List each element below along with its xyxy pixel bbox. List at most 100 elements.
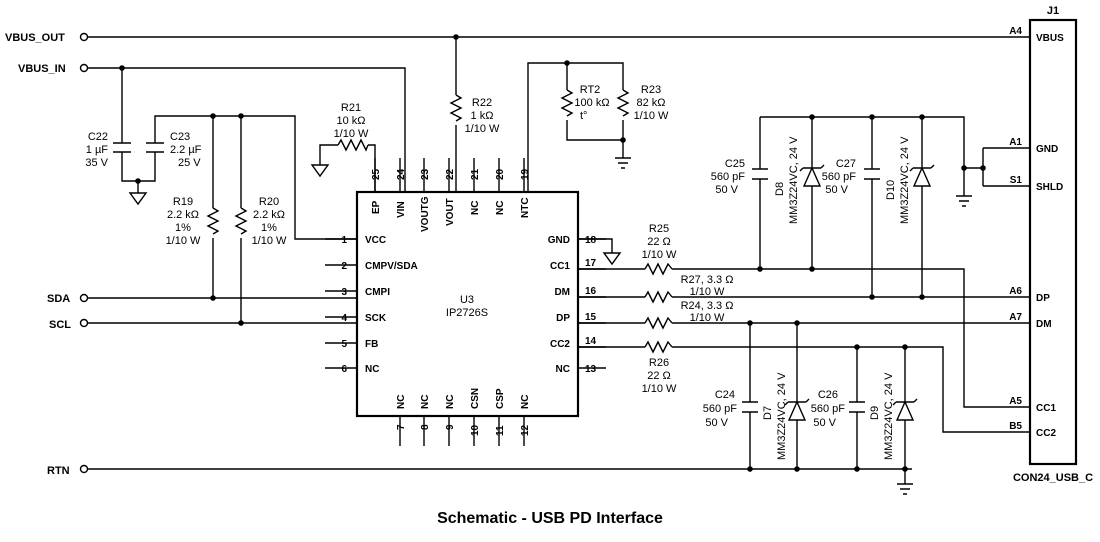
ic-pin-num: 4 bbox=[341, 313, 347, 324]
r19-ref: R19 bbox=[173, 196, 193, 208]
ic-pin-name: FB bbox=[365, 339, 378, 350]
ic-pin-num: 22 bbox=[445, 168, 456, 180]
c22-ref: C22 bbox=[88, 131, 108, 143]
ic-pin-num: 19 bbox=[520, 168, 531, 180]
connector-pin-name: CC2 bbox=[1036, 428, 1056, 439]
c24-value: 560 pF bbox=[703, 403, 738, 415]
c22-voltage: 35 V bbox=[85, 157, 108, 169]
ic-pin-num: 21 bbox=[470, 168, 481, 180]
c26-voltage: 50 V bbox=[813, 417, 836, 429]
r21-power: 1/10 W bbox=[334, 128, 369, 140]
c22-value: 1 µF bbox=[86, 144, 109, 156]
r24-ref: R24, 3.3 Ω bbox=[681, 300, 734, 312]
connector-pin-name: CC1 bbox=[1036, 403, 1056, 414]
ic-ref: U3 bbox=[460, 294, 474, 306]
d9-part: MM3Z24VC, 24 V bbox=[883, 372, 895, 460]
connector-pin-num: A6 bbox=[1009, 286, 1022, 297]
r20-tolerance: 1% bbox=[261, 222, 277, 234]
c27-value: 560 pF bbox=[822, 171, 857, 183]
ic-pin-name: CSP bbox=[495, 388, 506, 409]
rt2-value: 100 kΩ bbox=[574, 97, 609, 109]
connector-pin-num: B5 bbox=[1009, 421, 1022, 432]
ic-pin-name: NC bbox=[495, 201, 506, 215]
ic-pin-name: CMPV/SDA bbox=[365, 261, 418, 272]
connector-pin-name: DM bbox=[1036, 319, 1052, 330]
ic-pin-name: NC bbox=[420, 395, 431, 409]
c23-ref: C23 bbox=[170, 131, 190, 143]
r20-power: 1/10 W bbox=[252, 235, 287, 247]
junction-dots bbox=[119, 34, 986, 472]
connector-pin-name: SHLD bbox=[1036, 182, 1063, 193]
ic-pin-name: NC bbox=[556, 364, 570, 375]
ic-u3: U3 IP2726S 1 VCC 2 CMPV/SDA 3 CMPI 4 SCK… bbox=[325, 158, 606, 446]
d8-ref: D8 bbox=[774, 182, 786, 196]
connector-j1: J1 CON24_USB_C A4 VBUS A1 GND S1 SHLD A6… bbox=[1009, 5, 1093, 484]
ic-pin-name: GND bbox=[548, 235, 570, 246]
connector-pin-num: A7 bbox=[1009, 312, 1022, 323]
ic-pin-name: NC bbox=[520, 395, 531, 409]
figure-caption: Schematic - USB PD Interface bbox=[437, 510, 663, 527]
r25-ref: R25 bbox=[649, 223, 669, 235]
ic-pin-num: 15 bbox=[585, 312, 597, 323]
c26-ref: C26 bbox=[818, 389, 838, 401]
ic-part: IP2726S bbox=[446, 307, 488, 319]
ic-pin-name: VOUTG bbox=[420, 196, 431, 232]
ic-pin-num: 17 bbox=[585, 258, 597, 269]
r19-tolerance: 1% bbox=[175, 222, 191, 234]
r21-ref: R21 bbox=[341, 102, 361, 114]
r20-ref: R20 bbox=[259, 196, 279, 208]
ic-pin-name: DM bbox=[554, 287, 570, 298]
ic-pin-num: 20 bbox=[495, 168, 506, 180]
c26-value: 560 pF bbox=[811, 403, 846, 415]
r27-ref: R27, 3.3 Ω bbox=[681, 274, 734, 286]
ic-pin-num: 10 bbox=[470, 424, 481, 436]
ic-pin-num: 2 bbox=[341, 261, 347, 272]
connector-pin-name: VBUS bbox=[1036, 33, 1064, 44]
ic-pin-num: 23 bbox=[420, 168, 431, 180]
r22-value: 1 kΩ bbox=[471, 110, 494, 122]
ic-pin-num: 6 bbox=[341, 364, 347, 375]
usb-pd-schematic: VBUS_OUT VBUS_IN SDA SCL RTN bbox=[5, 5, 1093, 495]
ic-pin-num: 25 bbox=[371, 168, 382, 180]
net-label-sda: SDA bbox=[47, 293, 70, 305]
connector-pin-num: A5 bbox=[1009, 396, 1022, 407]
ic-pin-num: 8 bbox=[420, 424, 431, 430]
ic-pin-name: CSN bbox=[470, 388, 481, 409]
ic-pin-name: SCK bbox=[365, 313, 387, 324]
connector-pin-name: DP bbox=[1036, 293, 1050, 304]
ic-pin-name: CC2 bbox=[550, 339, 570, 350]
r20-value: 2.2 kΩ bbox=[253, 209, 285, 221]
c23-voltage: 25 V bbox=[178, 157, 201, 169]
connector-pin-num: A4 bbox=[1009, 26, 1022, 37]
d10-ref: D10 bbox=[885, 180, 897, 200]
ic-pin-num: 24 bbox=[396, 168, 407, 180]
c24-ref: C24 bbox=[715, 389, 735, 401]
ic-pin-name: NC bbox=[470, 201, 481, 215]
ic-pin-name: VCC bbox=[365, 235, 386, 246]
ic-pin-name: CC1 bbox=[550, 261, 570, 272]
connector-part: CON24_USB_C bbox=[1013, 472, 1093, 484]
connector-pin-num: S1 bbox=[1010, 175, 1023, 186]
ic-pin-num: 14 bbox=[585, 336, 597, 347]
ic-pin-num: 12 bbox=[520, 424, 531, 436]
net-terminals: VBUS_OUT VBUS_IN SDA SCL RTN bbox=[5, 32, 89, 477]
d7-ref: D7 bbox=[762, 406, 774, 420]
c25-voltage: 50 V bbox=[715, 184, 738, 196]
ic-pin-name: NC bbox=[396, 395, 407, 409]
net-label-vbus-in: VBUS_IN bbox=[18, 63, 66, 75]
ic-pin-num: 18 bbox=[585, 235, 597, 246]
d7-part: MM3Z24VC, 24 V bbox=[776, 372, 788, 460]
r24-power: 1/10 W bbox=[690, 312, 725, 324]
r27-power: 1/10 W bbox=[690, 286, 725, 298]
capacitor-symbols bbox=[113, 142, 880, 413]
d10-part: MM3Z24VC, 24 V bbox=[899, 136, 911, 224]
resistor-symbols bbox=[206, 89, 673, 354]
ic-pin-num: 11 bbox=[495, 425, 506, 436]
r26-value: 22 Ω bbox=[647, 370, 671, 382]
c24-voltage: 50 V bbox=[705, 417, 728, 429]
r22-ref: R22 bbox=[472, 97, 492, 109]
d9-ref: D9 bbox=[869, 406, 881, 420]
c23-value: 2.2 µF bbox=[170, 144, 202, 156]
ic-pin-num: 9 bbox=[445, 424, 456, 430]
rt2-ref: RT2 bbox=[580, 84, 601, 96]
